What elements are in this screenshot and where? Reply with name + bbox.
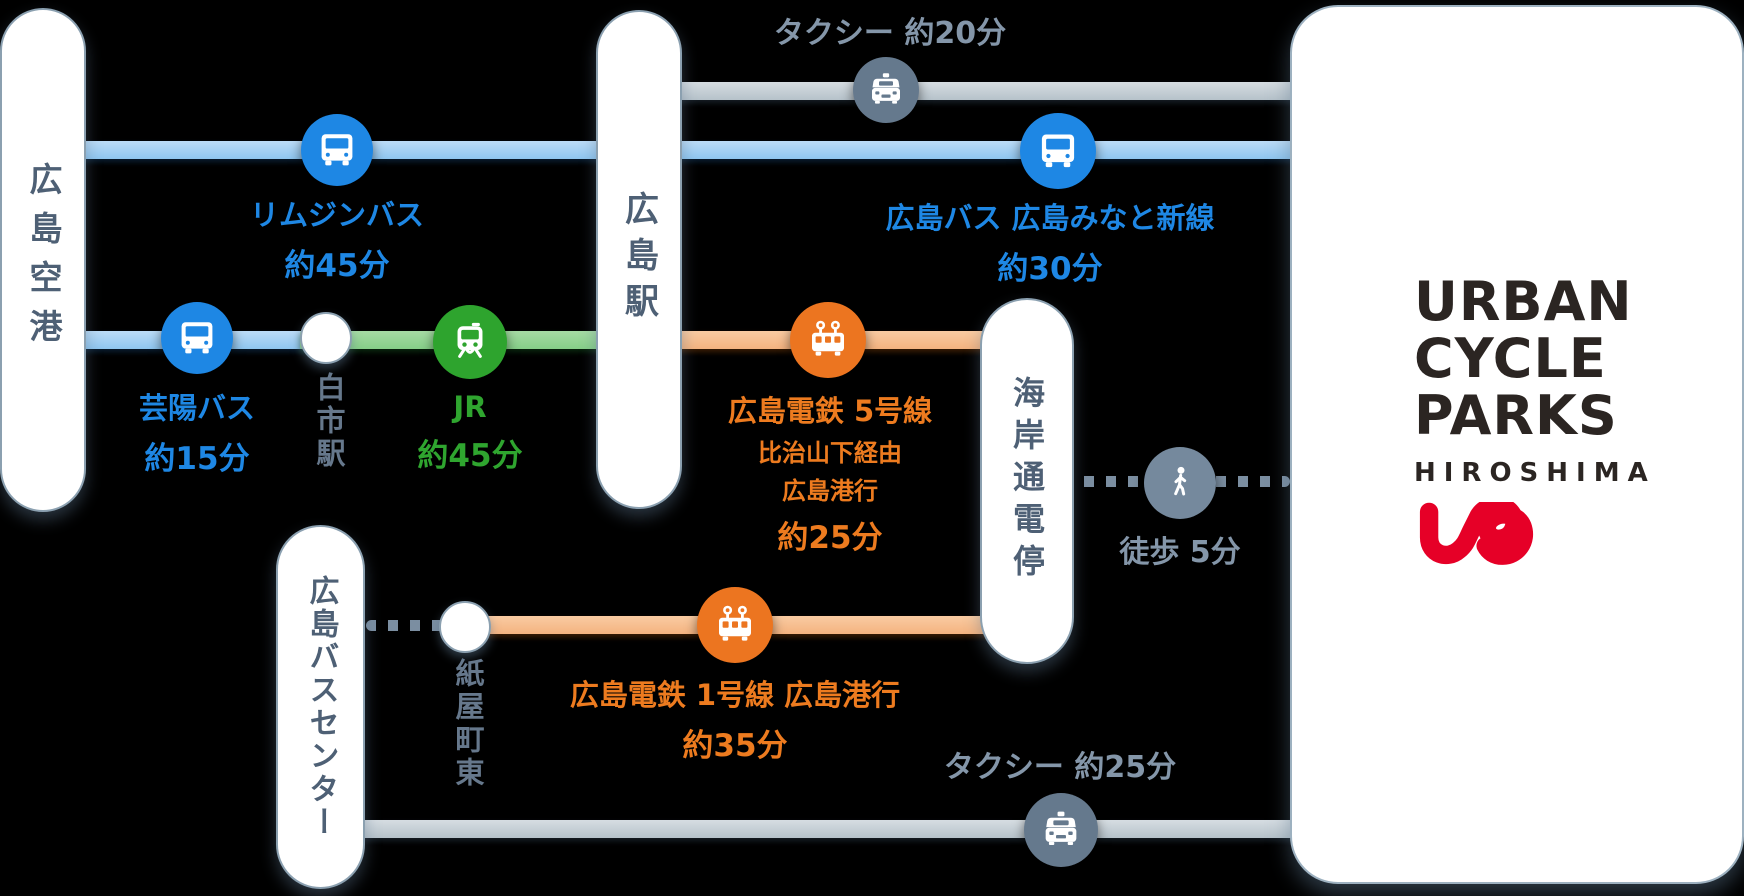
station-hiroshima-airport: 広島空港 — [0, 8, 86, 512]
logo-subtitle: HIROSHIMA — [1414, 458, 1656, 488]
route-duration: 約45分 — [284, 248, 390, 284]
walk-text: 徒歩 5分 — [1119, 535, 1241, 570]
logo-line-3: PARKS — [1414, 384, 1618, 447]
tram-icon — [697, 587, 773, 663]
taxi-icon — [1024, 793, 1098, 867]
logo-line-2: CYCLE — [1414, 327, 1607, 390]
route-via: 比治山下経由 — [758, 439, 902, 467]
bus-icon — [301, 114, 373, 186]
tram-icon — [790, 302, 866, 378]
station-label: 広島空港 — [24, 162, 63, 358]
station-hiroshima-station: 広島駅 — [596, 10, 682, 509]
ues-logo-mark-icon — [1414, 496, 1656, 588]
taxi-icon — [853, 57, 919, 123]
route-duration: 約30分 — [997, 251, 1103, 287]
logo-line-1: URBAN — [1414, 270, 1633, 333]
route-name: リムジンバス — [249, 198, 425, 232]
jr-label: JR 約45分 — [417, 390, 522, 475]
route-name: JR — [453, 390, 487, 424]
node-shiraichi — [300, 312, 352, 364]
urban-cycle-parks-logo: URBAN CYCLE PARKS HIROSHIMA — [1414, 273, 1656, 588]
walk-label: 徒歩 5分 — [1119, 527, 1240, 571]
node-kamiyacho-higashi — [439, 601, 491, 653]
train-icon — [433, 305, 507, 379]
walk-icon — [1144, 447, 1216, 519]
node-kamiyacho-label: 紙屋町東 — [451, 658, 485, 790]
taxi-bottom-line — [320, 820, 1300, 838]
geiyo-bus-label: 芸陽バス 約15分 — [139, 385, 255, 478]
taxi-bottom-text: タクシー 約25分 — [943, 750, 1177, 785]
limousine-bus-label: リムジンバス 約45分 — [250, 192, 424, 285]
buscenter-dotted-line — [366, 620, 452, 631]
bus-icon — [161, 302, 233, 374]
route-duration: 約15分 — [144, 441, 250, 477]
route-duration: 約35分 — [682, 728, 788, 764]
station-label: 海岸通電停 — [1008, 376, 1046, 586]
taxi-top-line — [640, 82, 1300, 100]
taxi-top-text: タクシー 約20分 — [773, 16, 1007, 51]
route-name: 広島電鉄 1号線 広島港行 — [569, 678, 901, 712]
bus-icon — [1020, 113, 1096, 189]
tram1-label: 広島電鉄 1号線 広島港行 約35分 — [570, 672, 900, 765]
route-destination: 広島港行 — [782, 477, 878, 505]
hiroshima-bus-label: 広島バス 広島みなと新線 約30分 — [885, 195, 1214, 288]
route-duration: 約45分 — [417, 438, 523, 474]
tram5-label: 広島電鉄 5号線 比治山下経由 広島港行 約25分 — [728, 388, 932, 557]
route-name: 広島バス 広島みなと新線 — [885, 201, 1215, 235]
taxi-bottom-label: タクシー 約25分 — [944, 742, 1176, 786]
station-hiroshima-bus-center: 広島バスセンター — [276, 525, 365, 889]
route-name: 広島電鉄 5号線 — [727, 394, 933, 428]
station-label: 広島駅 — [618, 190, 659, 329]
station-kaigandori-tram-stop: 海岸通電停 — [980, 298, 1074, 664]
route-name: 芸陽バス — [138, 391, 256, 425]
node-shiraichi-label: 白市駅 — [312, 372, 346, 471]
station-label: 広島バスセンター — [303, 575, 339, 839]
taxi-top-label: タクシー 約20分 — [774, 8, 1006, 52]
route-duration: 約25分 — [777, 520, 883, 556]
destination-card: URBAN CYCLE PARKS HIROSHIMA — [1290, 5, 1744, 884]
